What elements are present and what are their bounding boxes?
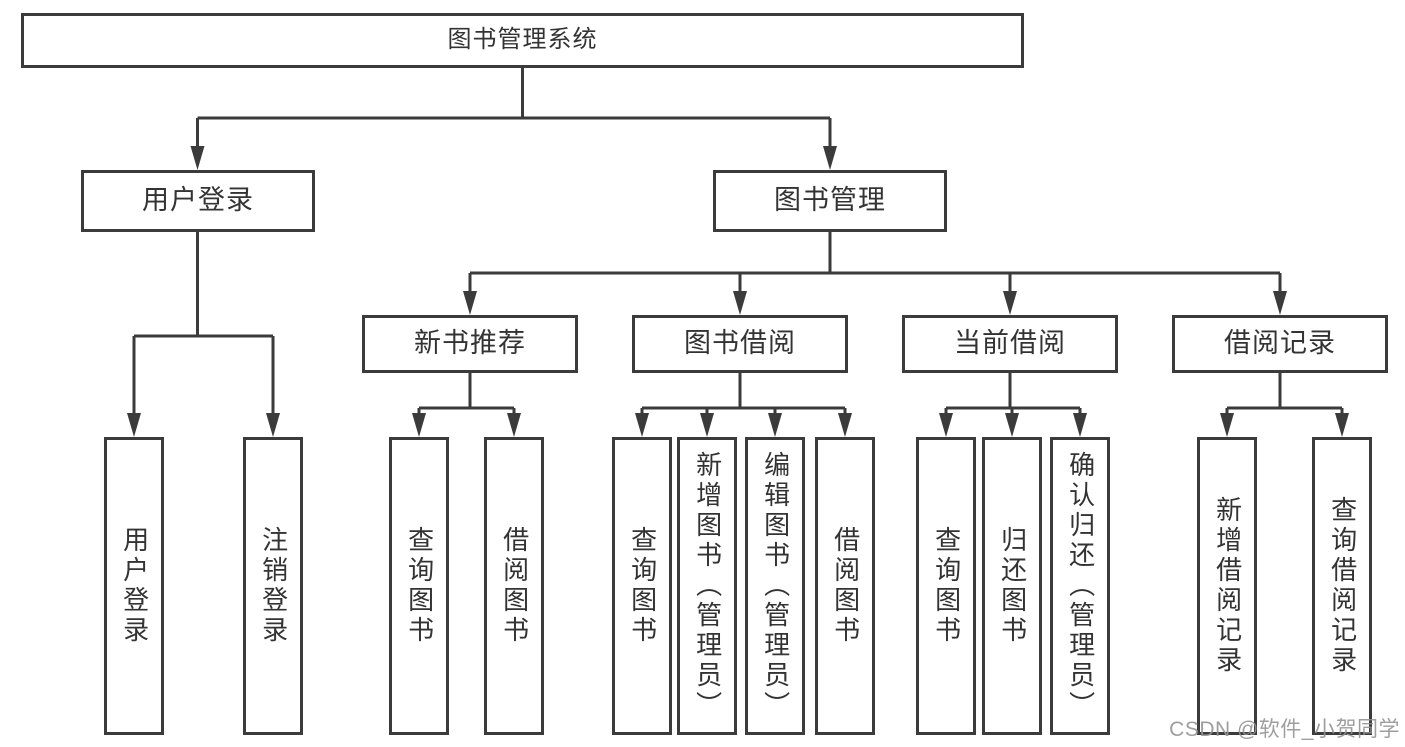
node-bb-borrow-books: 借阅图书 bbox=[815, 437, 875, 735]
node-cb-query-books: 查询图书 bbox=[916, 437, 976, 735]
connector bbox=[196, 68, 832, 148]
node-label: 新书推荐 bbox=[414, 328, 526, 359]
arrow-down-icon bbox=[939, 413, 953, 437]
connector bbox=[417, 373, 516, 419]
node-label: 查询借阅记录 bbox=[1327, 496, 1358, 676]
node-label: 用户登录 bbox=[142, 185, 254, 216]
node-new-book-recommendation: 新书推荐 bbox=[362, 315, 578, 373]
arrow-down-icon bbox=[1005, 413, 1019, 437]
connector bbox=[1225, 373, 1344, 419]
node-label: 借阅图书 bbox=[830, 526, 861, 646]
node-label: 查询图书 bbox=[627, 526, 658, 646]
node-br-add-borrow-record: 新增借阅记录 bbox=[1197, 437, 1257, 735]
connector-group-book-management bbox=[468, 232, 1282, 293]
connector-group-root bbox=[196, 68, 832, 148]
arrowheads bbox=[127, 146, 1349, 437]
arrow-down-icon bbox=[700, 413, 714, 437]
node-label: 注销登录 bbox=[258, 526, 289, 646]
node-label: 当前借阅 bbox=[954, 328, 1066, 359]
connector-group-new-book-recommendation bbox=[417, 373, 516, 419]
node-br-query-borrow-record: 查询借阅记录 bbox=[1312, 437, 1372, 735]
node-borrowing-records: 借阅记录 bbox=[1172, 315, 1388, 373]
watermark: CSDN @软件_小贺同学 bbox=[1169, 718, 1400, 741]
node-label: 查询图书 bbox=[931, 526, 962, 646]
arrow-down-icon bbox=[768, 413, 782, 437]
arrow-down-icon bbox=[733, 291, 747, 315]
arrow-down-icon bbox=[1335, 413, 1349, 437]
connector-group-book-borrowing bbox=[640, 373, 847, 419]
node-label: 归还图书 bbox=[997, 526, 1028, 646]
node-rec-query-books: 查询图书 bbox=[389, 437, 449, 735]
connector bbox=[468, 232, 1282, 293]
arrow-down-icon bbox=[1220, 413, 1234, 437]
node-bb-edit-books-admin: 编辑图书（管理员） bbox=[745, 437, 805, 735]
connector-group-current-borrowing bbox=[944, 373, 1082, 419]
node-label: 新增借阅记录 bbox=[1212, 496, 1243, 676]
connector-group-user-login bbox=[132, 232, 275, 419]
node-root: 图书管理系统 bbox=[21, 13, 1024, 68]
node-leaf-logout: 注销登录 bbox=[243, 437, 303, 735]
connector bbox=[132, 232, 275, 419]
arrow-down-icon bbox=[412, 413, 426, 437]
arrow-down-icon bbox=[838, 413, 852, 437]
connector-group-borrowing-records bbox=[1225, 373, 1344, 419]
node-book-borrowing: 图书借阅 bbox=[632, 315, 848, 373]
node-current-borrowing: 当前借阅 bbox=[902, 315, 1118, 373]
node-label: 编辑图书（管理员） bbox=[760, 451, 791, 721]
arrow-down-icon bbox=[1273, 291, 1287, 315]
node-label: 借阅图书 bbox=[499, 526, 530, 646]
arrow-down-icon bbox=[1073, 413, 1087, 437]
node-cb-confirm-return-admin: 确认归还（管理员） bbox=[1050, 437, 1110, 735]
node-label: 图书借阅 bbox=[684, 328, 796, 359]
node-bb-query-books: 查询图书 bbox=[612, 437, 672, 735]
node-user-login: 用户登录 bbox=[81, 170, 315, 232]
node-cb-return-books: 归还图书 bbox=[982, 437, 1042, 735]
arrow-down-icon bbox=[127, 413, 141, 437]
node-rec-borrow-books: 借阅图书 bbox=[484, 437, 544, 735]
node-leaf-user-login: 用户登录 bbox=[104, 437, 164, 735]
arrow-down-icon bbox=[507, 413, 521, 437]
node-label: 用户登录 bbox=[119, 526, 150, 646]
node-label: 图书管理系统 bbox=[447, 26, 598, 54]
node-label: 新增图书（管理员） bbox=[692, 451, 723, 721]
arrow-down-icon bbox=[266, 413, 280, 437]
arrow-down-icon bbox=[635, 413, 649, 437]
node-book-management: 图书管理 bbox=[713, 170, 947, 232]
node-bb-add-books-admin: 新增图书（管理员） bbox=[677, 437, 737, 735]
node-label: 确认归还（管理员） bbox=[1065, 451, 1096, 721]
arrow-down-icon bbox=[823, 146, 837, 170]
connector bbox=[640, 373, 847, 419]
arrow-down-icon bbox=[463, 291, 477, 315]
connector bbox=[944, 373, 1082, 419]
node-label: 图书管理 bbox=[774, 185, 886, 216]
arrow-down-icon bbox=[1003, 291, 1017, 315]
node-label: 借阅记录 bbox=[1224, 328, 1336, 359]
node-label: 查询图书 bbox=[404, 526, 435, 646]
arrow-down-icon bbox=[190, 146, 205, 170]
